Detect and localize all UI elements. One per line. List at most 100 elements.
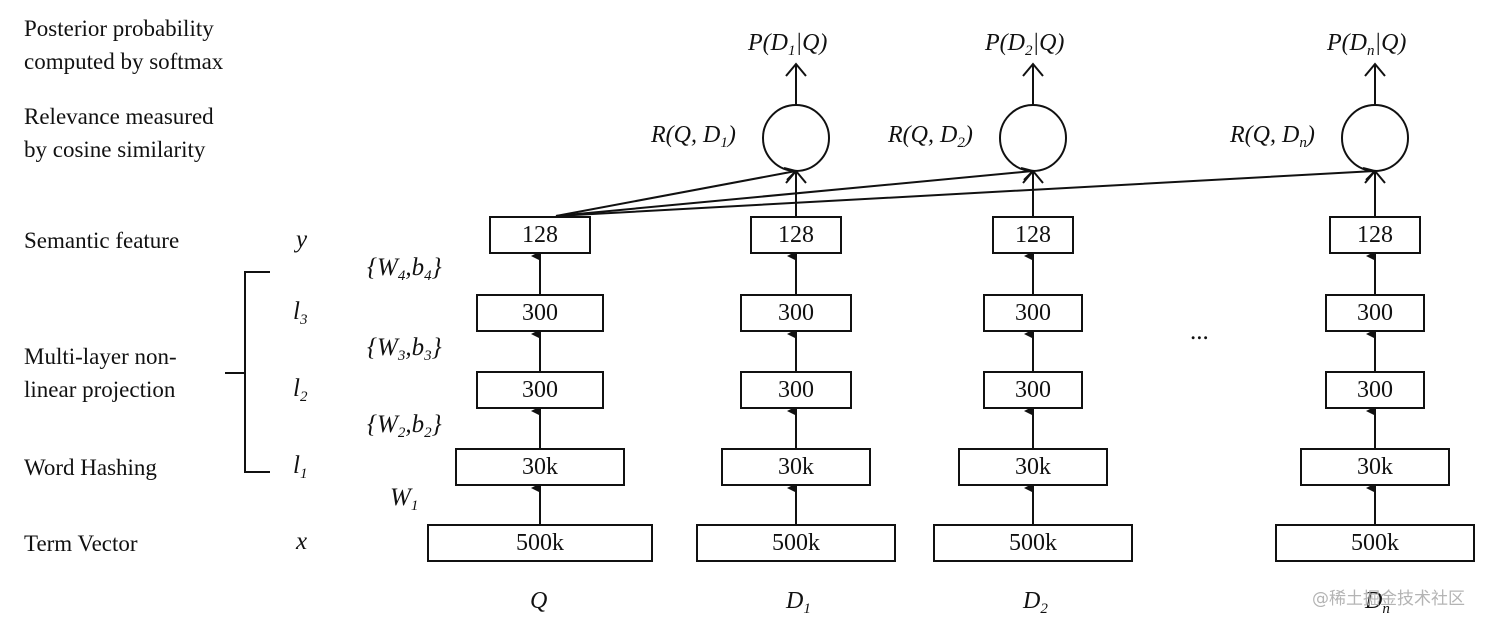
column-label-D2: D2 [1023,588,1048,618]
p-sub: n [1366,43,1375,59]
weight-w3: {W3,b3} [367,334,442,364]
r-text: R(Q, D [888,122,958,148]
cosine-node-D1 [762,104,830,172]
weight-w1: W1 [390,484,418,515]
posterior-label-line2: computed by softmax [24,49,224,74]
r-sub: n [1299,135,1307,151]
column-label-Q: Q [530,588,547,618]
layer-box-term-500k-Q: 500k [427,524,653,562]
relevance-label: Relevance measured by cosine similarity [24,100,214,166]
relevance-label-line2: by cosine similarity [24,137,206,162]
column-label-sub: 1 [803,601,811,617]
column-label-base: D [1023,588,1041,614]
weight-w4: {W4,b4} [367,254,442,284]
posterior-label-Dn: P(Dn|Q) [1327,30,1406,60]
w2-b: b [411,411,425,438]
column-label-D1: D1 [786,588,811,618]
layer-box-word-hash-30k-Dn: 30k [1300,448,1450,486]
r-sub: 2 [957,135,965,151]
layer-box-semantic-128-D2: 128 [992,216,1074,254]
layer-box-term-500k-D1: 500k [696,524,896,562]
layer-box-hidden-300-l3-D1: 300 [740,294,852,332]
symbol-l1: l1 [293,452,307,483]
r-text: R(Q, D [1230,122,1300,148]
layer-box-term-500k-D2: 500k [933,524,1133,562]
softmax-arrow-D1 [785,62,807,105]
query-to-cosine-line-Dn [555,167,1377,217]
r-text: R(Q, D [651,122,721,148]
semantic-feature-label: Semantic feature [24,228,180,253]
w2-ws: 2 [397,425,406,441]
layer-box-hidden-300-l2-D1: 300 [740,371,852,409]
watermark: @稀土掘金技术社区 [1312,589,1465,609]
layer-box-hidden-300-l2-Q: 300 [476,371,604,409]
layer-box-word-hash-30k-Q: 30k [455,448,625,486]
w3-bs: 3 [424,348,432,364]
column-label-base: D [1365,588,1383,614]
w3-b: b [411,334,425,361]
layer-bracket [225,271,270,473]
softmax-arrow-D2 [1022,62,1044,105]
cosine-node-Dn [1341,104,1409,172]
column-label-base: Q [530,588,548,614]
l2-sub: 2 [299,389,308,405]
l3-sub: 3 [299,312,308,328]
w1-ws: 1 [410,498,419,514]
w2-bs: 2 [424,425,432,441]
layer-box-hidden-300-l2-Dn: 300 [1325,371,1425,409]
column-label-sub: n [1382,601,1390,617]
p-text: P(D [985,30,1025,56]
p-sub: 1 [787,43,796,59]
l2-base: l [293,375,300,402]
relevance-label-line1: Relevance measured [24,104,214,129]
relevance-label-D2: R(Q, D2) [888,122,973,151]
p-end: |Q) [1374,30,1407,56]
term-vector-label: Term Vector [24,531,138,556]
symbol-l3: l3 [293,298,307,329]
w3-w: W [377,334,398,361]
multilayer-label-line1: Multi-layer non- [24,344,177,369]
layer-box-word-hash-30k-D2: 30k [958,448,1108,486]
l3-base: l [293,298,300,325]
p-text: P(D [1327,30,1367,56]
w1-w: W [390,484,411,511]
weight-w2: {W2,b2} [367,411,442,441]
layer-box-hidden-300-l2-D2: 300 [983,371,1083,409]
posterior-label-D1: P(D1|Q) [748,30,827,60]
posterior-label-D2: P(D2|Q) [985,30,1064,60]
symbol-y: y [296,226,308,253]
p-end: |Q) [1032,30,1065,56]
column-label-sub: 2 [1040,601,1048,617]
posterior-label-line1: Posterior probability [24,16,214,41]
p-sub: 2 [1024,43,1033,59]
layer-box-term-500k-Dn: 500k [1275,524,1475,562]
w2-w: W [377,411,398,438]
multilayer-label-line2: linear projection [24,377,176,402]
l1-sub: 1 [299,466,308,482]
layer-box-semantic-128-Q: 128 [489,216,591,254]
word-hashing-label: Word Hashing [24,455,157,480]
layer-box-hidden-300-l3-Dn: 300 [1325,294,1425,332]
relevance-label-Dn: R(Q, Dn) [1230,122,1315,151]
column-label-base: D [786,588,804,614]
symbol-l2: l2 [293,375,307,406]
layer-box-word-hash-30k-D1: 30k [721,448,871,486]
p-end: |Q) [795,30,828,56]
w3-ws: 3 [397,348,406,364]
layer-box-hidden-300-l3-Q: 300 [476,294,604,332]
layer-box-semantic-128-Dn: 128 [1329,216,1421,254]
w4-b: b [411,254,425,281]
w4-ws: 4 [397,268,406,284]
softmax-arrow-Dn [1364,62,1386,105]
ellipsis: ... [1190,318,1209,345]
cosine-node-D2 [999,104,1067,172]
l1-base: l [293,452,300,479]
multilayer-label: Multi-layer non- linear projection [24,340,177,406]
symbol-x: x [296,528,308,555]
relevance-label-D1: R(Q, D1) [651,122,736,151]
w4-bs: 4 [424,268,432,284]
posterior-label: Posterior probability computed by softma… [24,12,223,78]
w4-w: W [377,254,398,281]
r-sub: 1 [720,135,728,151]
